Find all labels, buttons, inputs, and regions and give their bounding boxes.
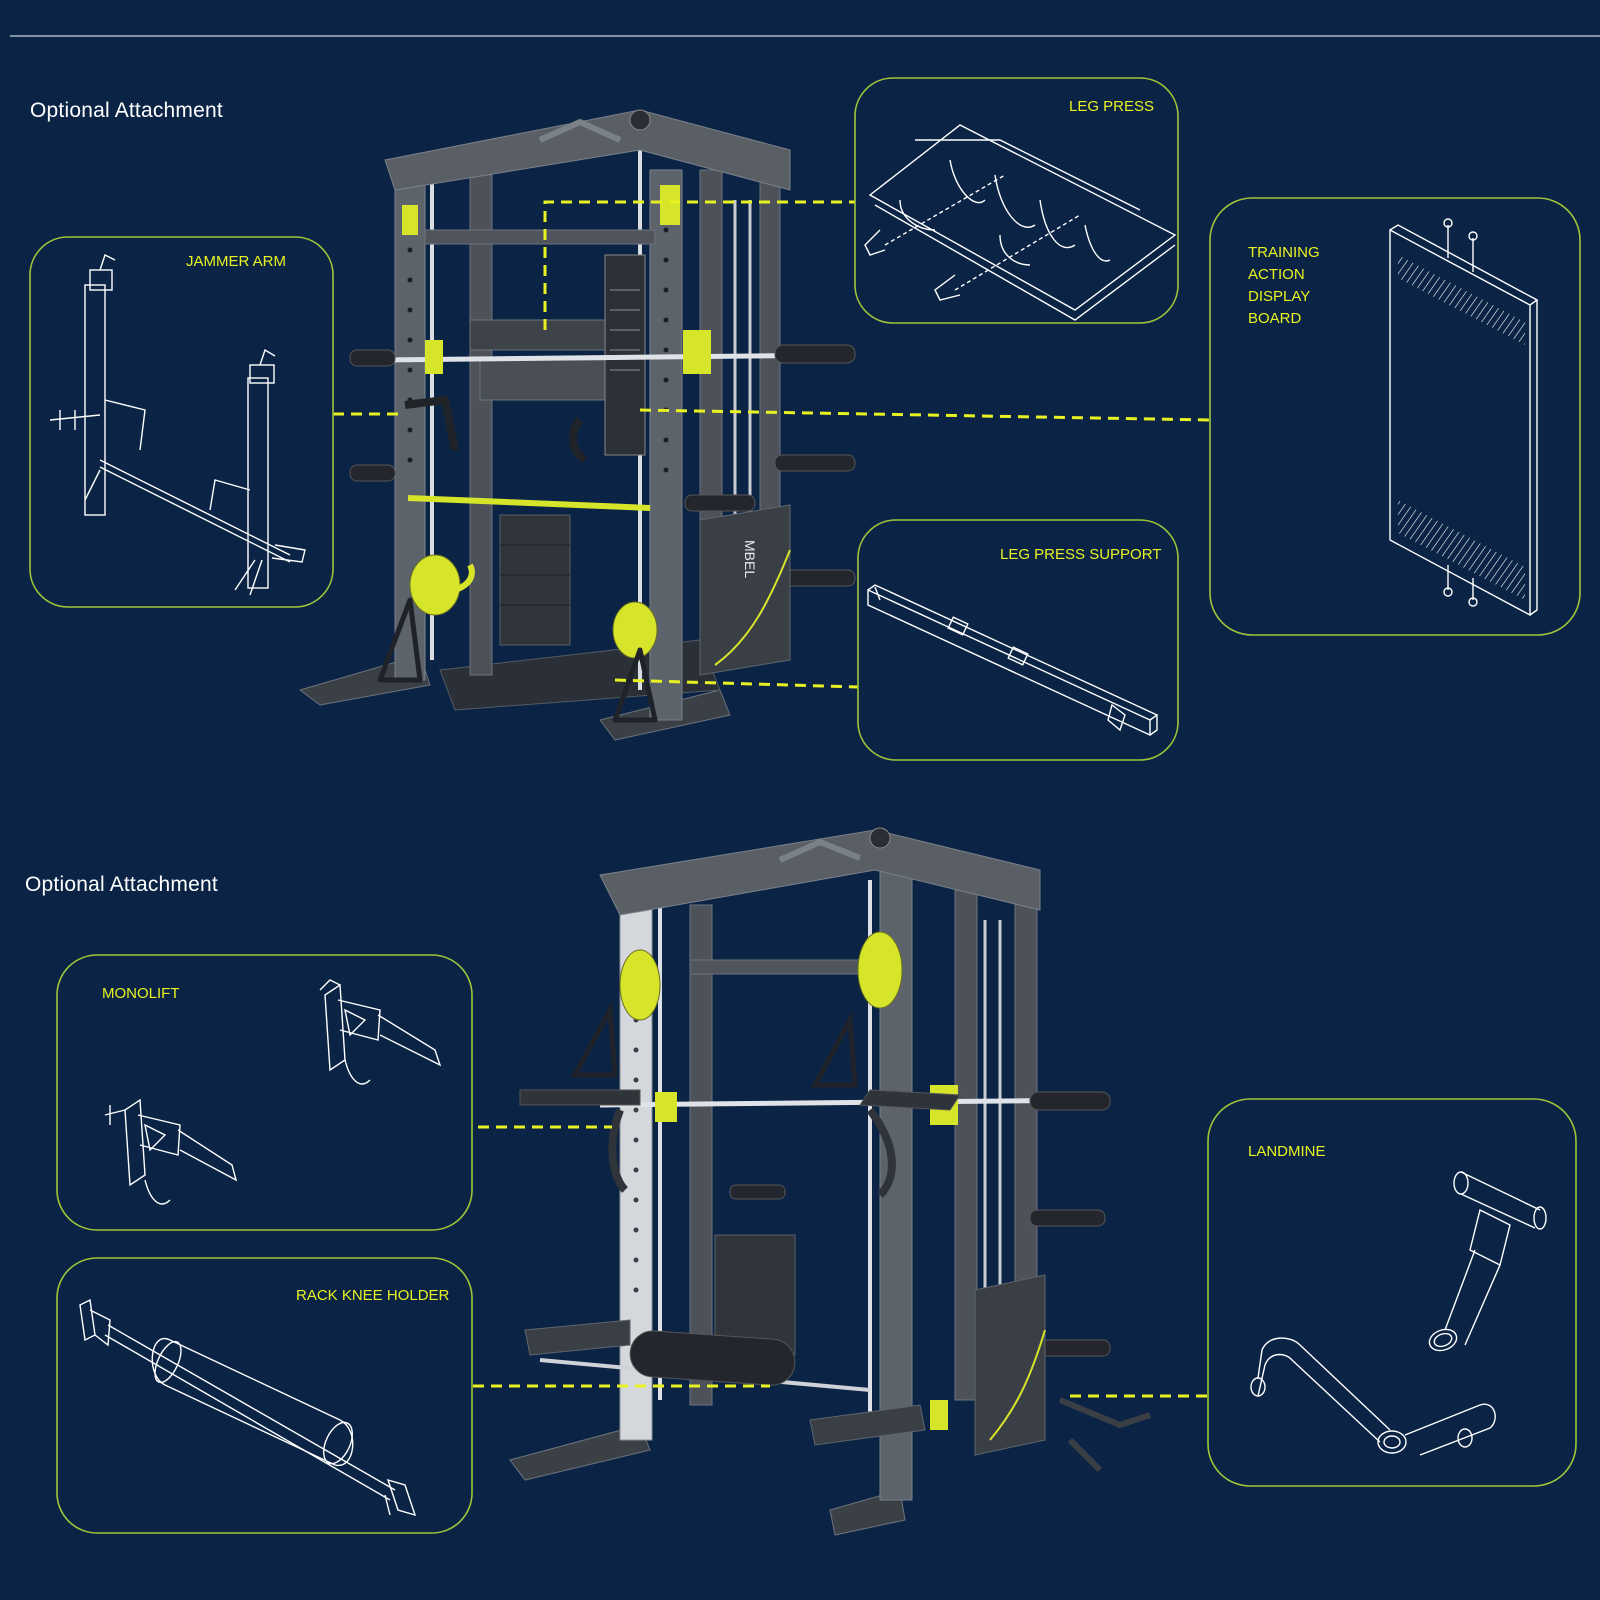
label-monolift: MONOLIFT <box>102 985 180 1002</box>
display-board-icon <box>1389 218 1539 617</box>
label-training-board-line-3: DISPLAY <box>1248 288 1311 305</box>
label-leg-press-support: LEG PRESS SUPPORT <box>1000 546 1162 563</box>
label-training-board-line-2: ACTION <box>1248 266 1305 283</box>
label-landmine: LANDMINE <box>1248 1143 1326 1160</box>
knee-holder-icon <box>79 1298 417 1517</box>
landmine-box <box>1207 1098 1577 1487</box>
jammer-arm-box <box>29 236 334 608</box>
knee-holder-box <box>56 1257 473 1534</box>
monolift-icon <box>104 979 442 1205</box>
leg-press-icon <box>864 124 1177 321</box>
smith-machine-2-icon <box>509 827 1151 1536</box>
section-title-top: Optional Attachment <box>30 99 223 122</box>
brand-mark: MBEL <box>742 540 758 578</box>
landmine-icon <box>1250 1171 1547 1456</box>
leg-press-support-box <box>857 519 1179 761</box>
smith-machine-icon: MBEL <box>299 109 856 741</box>
label-training-board: TRAINING ACTION DISPLAY BOARD <box>1248 242 1320 330</box>
connector-lines <box>333 200 1211 1398</box>
leg-press-box <box>854 77 1179 324</box>
label-rack-knee-holder: RACK KNEE HOLDER <box>296 1287 450 1304</box>
label-training-board-line-1: TRAINING <box>1248 244 1320 261</box>
jammer-arm-icon <box>49 254 306 596</box>
label-jammer-arm: JAMMER ARM <box>186 253 287 270</box>
training-board-box <box>1209 197 1581 636</box>
label-leg-press: LEG PRESS <box>1069 98 1155 115</box>
monolift-box <box>56 954 473 1231</box>
label-training-board-line-4: BOARD <box>1248 310 1302 327</box>
leg-press-support-icon <box>867 584 1159 737</box>
section-title-bottom: Optional Attachment <box>25 873 218 896</box>
